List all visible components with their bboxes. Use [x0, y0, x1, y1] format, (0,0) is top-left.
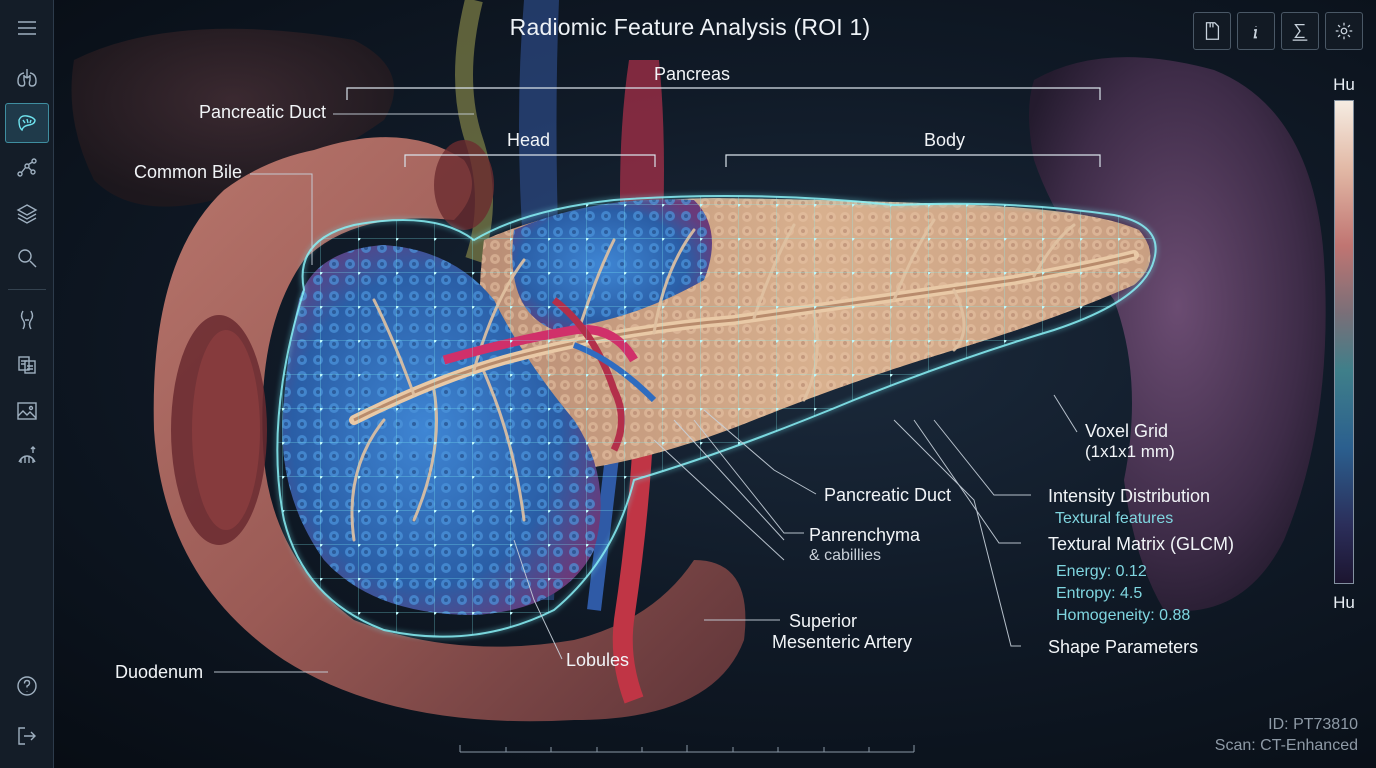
label-pancreas: Pancreas	[654, 64, 731, 84]
vessel-icon[interactable]	[5, 300, 49, 340]
layers-icon[interactable]	[5, 193, 49, 233]
label-duodenum: Duodenum	[115, 662, 204, 682]
pancreas-3d-render	[71, 0, 1326, 753]
sidebar-divider	[8, 289, 46, 290]
page-title: Radiomic Feature Analysis (ROI 1)	[509, 14, 871, 40]
label-intensity-distribution: Intensity Distribution	[1048, 486, 1211, 506]
metric-entropy: Entropy: 4.5	[1056, 585, 1143, 602]
label-textural-features: Textural features	[1055, 510, 1174, 527]
scan-type: Scan: CT-Enhanced	[1214, 737, 1358, 754]
label-superior: Superior	[789, 611, 858, 631]
sum-icon	[1292, 23, 1308, 41]
pancreas-icon[interactable]	[5, 103, 49, 143]
label-common-bile: Common Bile	[134, 162, 243, 182]
colorbar-top-label: Hu	[1333, 75, 1355, 94]
colorbar-bottom-label: Hu	[1333, 593, 1355, 612]
gear-icon	[1335, 22, 1353, 40]
label-capillaries: & cabillies	[809, 547, 882, 564]
label-pancreatic-duct-top: Pancreatic Duct	[199, 102, 327, 122]
search-icon[interactable]	[5, 238, 49, 278]
patient-id: ID: PT73810	[1268, 716, 1358, 733]
label-shape-parameters: Shape Parameters	[1048, 637, 1199, 657]
nodes-icon[interactable]	[5, 148, 49, 188]
label-head: Head	[507, 130, 551, 150]
hu-colorbar	[1334, 100, 1354, 584]
save-button[interactable]	[1193, 12, 1231, 50]
info-button[interactable]	[1237, 12, 1275, 50]
analysis-icon[interactable]	[5, 436, 49, 476]
lungs-icon[interactable]	[5, 58, 49, 98]
settings-button[interactable]	[1325, 12, 1363, 50]
metric-homogeneity: Homogeneity: 0.88	[1056, 607, 1191, 624]
help-icon[interactable]	[5, 666, 49, 706]
save-icon	[1205, 22, 1220, 40]
logout-icon[interactable]	[5, 716, 49, 756]
label-parenchyma: Panrenchyma	[809, 525, 921, 545]
label-voxel-grid: Voxel Grid	[1085, 421, 1169, 441]
label-body: Body	[924, 130, 966, 150]
label-lobules: Lobules	[566, 650, 630, 670]
sidebar	[0, 0, 54, 768]
label-pancreatic-duct: Pancreatic Duct	[824, 485, 952, 505]
menu-icon[interactable]	[5, 8, 49, 48]
image-icon[interactable]	[5, 391, 49, 431]
label-textural-matrix: Textural Matrix (GLCM)	[1048, 534, 1235, 554]
report-icon[interactable]	[5, 345, 49, 385]
label-voxel-grid-size: (1x1x1 mm)	[1085, 442, 1175, 461]
info-icon	[1253, 26, 1258, 39]
label-mesenteric-artery: Mesenteric Artery	[772, 632, 913, 652]
metric-energy: Energy: 0.12	[1056, 563, 1147, 580]
sum-button[interactable]	[1281, 12, 1319, 50]
